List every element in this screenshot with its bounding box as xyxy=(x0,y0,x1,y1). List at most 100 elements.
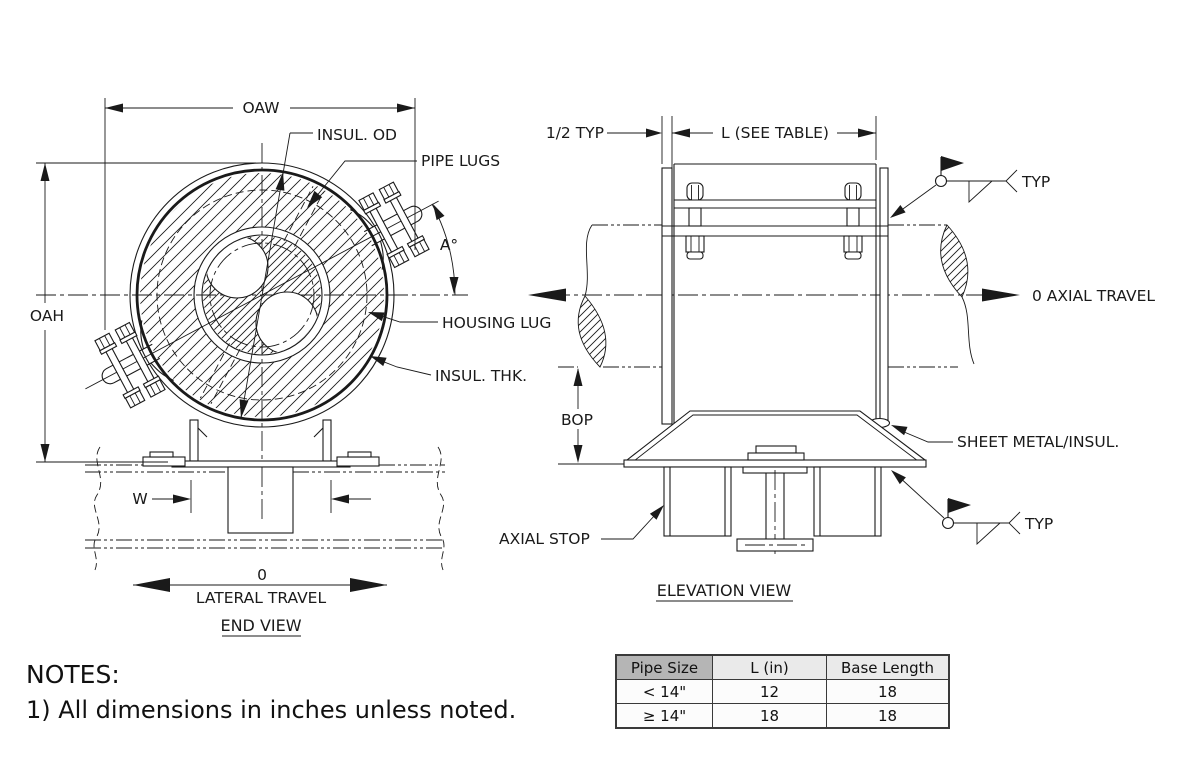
table-cell: 18 xyxy=(826,679,950,704)
sheet-metal-leader: SHEET METAL/INSUL. xyxy=(891,425,1119,451)
pipe-lug-hidden-lower xyxy=(199,343,241,404)
lateral-travel-zero: 0 xyxy=(257,566,267,584)
elevation-view-title: ELEVATION VIEW xyxy=(657,581,792,600)
axial-stop-left xyxy=(663,466,732,537)
table-cell: ≥ 14" xyxy=(615,703,713,729)
end-view: OAW OAH INSUL. OD PIPE LUGS xyxy=(30,98,551,637)
beam-break-left xyxy=(93,446,102,571)
weld-top-typ-label: TYP xyxy=(1021,173,1050,191)
insul-thk-leader: INSUL. THK. xyxy=(370,356,527,385)
lug-bolt-assembly-upper xyxy=(350,181,430,270)
pipe-lugs-label: PIPE LUGS xyxy=(421,152,500,170)
l-dim-label: L (SEE TABLE) xyxy=(721,124,829,142)
pipe-od-circle xyxy=(201,234,323,356)
oah-label: OAH xyxy=(30,307,64,325)
insulation-hatch xyxy=(140,173,385,417)
clamp-bolt-right xyxy=(843,182,863,260)
elevation-view: 0 AXIAL TRAVEL xyxy=(499,116,1155,602)
clamp-housing xyxy=(661,163,891,429)
pipe-lugs-leader: PIPE LUGS xyxy=(307,152,500,208)
weld-bottom-typ-label: TYP xyxy=(1024,515,1053,533)
pedestal xyxy=(227,466,294,534)
housing-lug-hidden-circle xyxy=(156,189,368,401)
beam-phantom-lines xyxy=(85,446,445,571)
pipe-break-right xyxy=(940,224,975,365)
fillet-weld-icon xyxy=(968,180,993,204)
axial-travel-label: 0 AXIAL TRAVEL xyxy=(1032,287,1155,305)
clamp-bolt-left xyxy=(685,182,705,260)
base-plate xyxy=(623,459,927,468)
side-plate-right xyxy=(879,167,889,421)
angle-label: A° xyxy=(440,236,458,254)
axial-travel-arrow-right xyxy=(982,288,1020,302)
housing-outer-circle xyxy=(129,162,395,428)
lateral-travel-dimension: 0 LATERAL TRAVEL xyxy=(133,566,387,607)
table-cell: 18 xyxy=(712,703,827,729)
pipe-size-table: Pipe Size L (in) Base Length < 14" 12 18… xyxy=(615,654,950,729)
axial-stop-leader: AXIAL STOP xyxy=(499,505,664,548)
table-row: ≥ 14" 18 18 xyxy=(615,703,950,729)
angle-dimension: A° xyxy=(431,203,459,296)
notes-heading: NOTES: xyxy=(26,660,120,689)
pipe-lug-hidden-upper xyxy=(283,186,325,247)
weld-tail-icon xyxy=(1005,169,1018,193)
insul-od-label: INSUL. OD xyxy=(317,126,397,144)
insul-thk-label: INSUL. THK. xyxy=(435,367,527,385)
end-view-title: END VIEW xyxy=(220,616,301,635)
weld-symbol-bottom: TYP xyxy=(891,470,1053,546)
pipe-id-circle xyxy=(209,242,315,348)
hold-down-clip-left xyxy=(142,456,186,467)
support-base xyxy=(142,419,380,534)
weld-all-around-icon xyxy=(934,174,948,188)
side-plate-left xyxy=(189,419,199,462)
weld-all-around-icon xyxy=(941,516,955,530)
lug-bolt-assembly-lower xyxy=(94,320,174,409)
housing-lug-leader: HOUSING LUG xyxy=(368,312,551,332)
weld-symbol-top: TYP xyxy=(890,156,1050,218)
w-label: W xyxy=(132,490,147,508)
lateral-travel-label: LATERAL TRAVEL xyxy=(196,589,327,607)
pipe-clearance-circle xyxy=(193,226,331,364)
table-header-base-length: Base Length xyxy=(826,654,950,680)
elevation-base xyxy=(623,410,927,554)
beam-break-right xyxy=(436,446,445,571)
notes-block: NOTES: 1) All dimensions in inches unles… xyxy=(26,660,646,724)
oah-dimension: OAH xyxy=(30,162,256,463)
bop-label: BOP xyxy=(561,411,593,429)
sheet-metal-label: SHEET METAL/INSUL. xyxy=(957,433,1119,451)
base-plate xyxy=(171,460,351,468)
fillet-weld-icon xyxy=(976,522,1001,546)
half-typ-dimension: 1/2 TYP xyxy=(546,116,877,168)
table-cell: 18 xyxy=(826,703,950,729)
sloped-base-plate xyxy=(626,410,926,461)
field-weld-flag-icon xyxy=(941,156,964,171)
oaw-label: OAW xyxy=(242,99,279,117)
note-item: 1) All dimensions in inches unless noted… xyxy=(26,696,517,724)
side-plate-right xyxy=(322,419,332,462)
oaw-dimension: OAW xyxy=(104,98,416,330)
table-row: < 14" 12 18 xyxy=(615,679,950,704)
pipe-break-left xyxy=(577,224,607,368)
weld-tail-icon xyxy=(1008,511,1021,535)
insul-od-leader: INSUL. OD xyxy=(239,126,397,419)
table-cell: 12 xyxy=(712,679,827,704)
housing-lug-label: HOUSING LUG xyxy=(442,314,551,332)
axial-stop-label: AXIAL STOP xyxy=(499,530,590,548)
bop-dimension: BOP xyxy=(558,368,625,465)
table-header-row: Pipe Size L (in) Base Length xyxy=(615,654,950,680)
w-dimension: W xyxy=(132,480,371,513)
side-plate-left xyxy=(661,167,673,425)
pipe-phantom xyxy=(550,224,982,368)
insulation-od-circle xyxy=(135,168,389,422)
field-weld-flag-icon xyxy=(948,498,971,513)
table-header-l: L (in) xyxy=(712,654,827,680)
half-typ-label: 1/2 TYP xyxy=(546,124,604,142)
table-header-pipe-size: Pipe Size xyxy=(615,654,713,680)
hold-down-clip-right xyxy=(336,456,380,467)
table-cell: < 14" xyxy=(615,679,713,704)
l-dimension: L (SEE TABLE) xyxy=(672,124,876,142)
axial-travel-arrow-left xyxy=(528,288,566,302)
i-beam xyxy=(736,466,814,554)
